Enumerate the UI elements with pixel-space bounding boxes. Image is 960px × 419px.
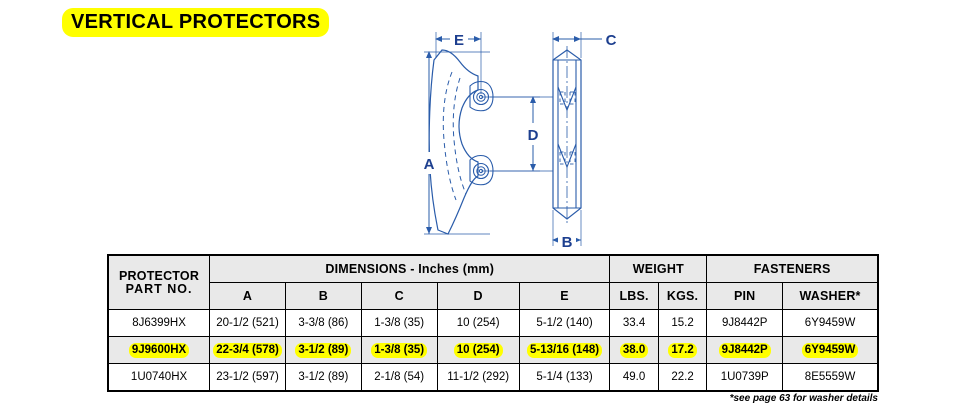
table-sub-header-row: A B C D E LBS. KGS. PIN WASHER* <box>109 282 878 310</box>
cell-weight-kgs: 15.2 <box>657 309 708 337</box>
cell-part-no: 1U0740HX <box>107 363 211 391</box>
cell-part-no: 9J9600HX <box>107 336 211 364</box>
cell-fastener-washer: 8E5559W <box>782 363 878 391</box>
washer-footnote: *see page 63 for washer details <box>729 393 878 404</box>
cell-fastener-pin: 9J8442P <box>706 336 784 364</box>
cell-weight-kgs: 22.2 <box>657 363 708 391</box>
header-dim-d: D <box>436 282 520 310</box>
header-fastener-washer: WASHER* <box>782 282 878 310</box>
cell-dim-e: 5-1/4 (133) <box>518 363 611 391</box>
cell-part-no: 8J6399HX <box>107 309 211 337</box>
cell-dim-d: 10 (254) <box>436 309 520 337</box>
header-dim-b: B <box>284 282 362 310</box>
table-row: 8J6399HX 20-1/2 (521) 3-3/8 (86) 1-3/8 (… <box>107 309 878 337</box>
cell-fastener-pin: 9J8442P <box>706 309 784 337</box>
header-weight: WEIGHT <box>609 255 708 283</box>
cell-dim-a: 22-3/4 (578) <box>209 336 286 364</box>
spec-table-container: PROTECTOR PART NO. DIMENSIONS - Inches (… <box>107 254 879 392</box>
cell-dim-e: 5-13/16 (148) <box>518 336 611 364</box>
cell-weight-lbs: 49.0 <box>609 363 659 391</box>
cell-fastener-washer: 6Y9459W <box>782 336 878 364</box>
cell-fastener-pin: 1U0739P <box>706 363 784 391</box>
header-fastener-pin: PIN <box>706 282 784 310</box>
cell-dim-a: 23-1/2 (597) <box>209 363 286 391</box>
cell-weight-lbs: 33.4 <box>609 309 659 337</box>
technical-drawing: A B C D E <box>390 12 670 257</box>
dimension-label-d: D <box>528 127 539 144</box>
header-dimensions: DIMENSIONS - Inches (mm) <box>209 255 611 283</box>
header-part-no-line2: PART NO. <box>125 281 193 296</box>
cell-dim-b: 3-3/8 (86) <box>284 309 362 337</box>
header-part-no-line1: PROTECTOR <box>119 268 200 283</box>
dimension-label-b: B <box>562 234 573 251</box>
cell-dim-d: 11-1/2 (292) <box>436 363 520 391</box>
header-part-no: PROTECTOR PART NO. <box>107 255 211 310</box>
protector-spec-table: PROTECTOR PART NO. DIMENSIONS - Inches (… <box>107 254 879 392</box>
cell-dim-b: 3-1/2 (89) <box>284 363 362 391</box>
cell-dim-b: 3-1/2 (89) <box>284 336 362 364</box>
header-fasteners: FASTENERS <box>706 255 878 283</box>
dimension-label-a: A <box>424 156 435 173</box>
cell-dim-a: 20-1/2 (521) <box>209 309 286 337</box>
cell-weight-lbs: 38.0 <box>609 336 659 364</box>
cell-dim-c: 1-3/8 (35) <box>360 336 438 364</box>
page-title: VERTICAL PROTECTORS <box>62 8 330 37</box>
header-dim-a: A <box>209 282 286 310</box>
cell-dim-e: 5-1/2 (140) <box>518 309 611 337</box>
dimension-label-e: E <box>454 32 464 49</box>
header-dim-e: E <box>518 282 611 310</box>
table-group-header-row: PROTECTOR PART NO. DIMENSIONS - Inches (… <box>107 255 878 310</box>
protector-side-profile <box>428 49 494 235</box>
dimension-label-c: C <box>606 32 617 49</box>
header-weight-kgs: KGS. <box>657 282 708 310</box>
page-title-container: VERTICAL PROTECTORS <box>62 8 330 37</box>
table-body: 8J6399HX 20-1/2 (521) 3-3/8 (86) 1-3/8 (… <box>107 309 878 391</box>
header-dim-c: C <box>360 282 438 310</box>
table-row: 1U0740HX 23-1/2 (597) 3-1/2 (89) 2-1/8 (… <box>107 363 878 391</box>
cell-dim-c: 1-3/8 (35) <box>360 309 438 337</box>
table-row-highlighted: 9J9600HX 22-3/4 (578) 3-1/2 (89) 1-3/8 (… <box>107 336 878 364</box>
cell-weight-kgs: 17.2 <box>657 336 708 364</box>
cell-dim-d: 10 (254) <box>436 336 520 364</box>
header-weight-lbs: LBS. <box>609 282 659 310</box>
cell-dim-c: 2-1/8 (54) <box>360 363 438 391</box>
cell-fastener-washer: 6Y9459W <box>782 309 878 337</box>
protector-front-view <box>552 46 582 224</box>
